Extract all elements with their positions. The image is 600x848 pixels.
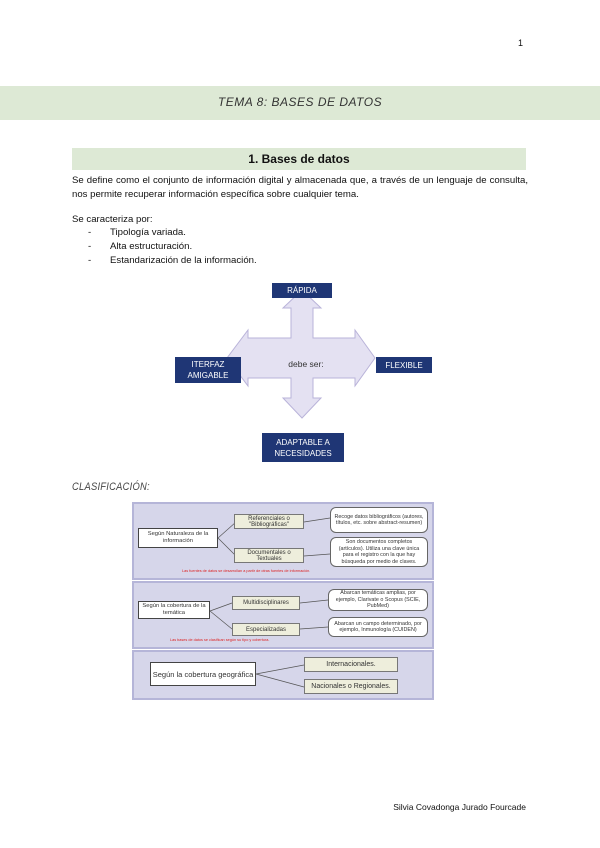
- panel2-multidisciplinary-box: Multidisciplinares: [232, 596, 300, 610]
- classification-panel-nature: Según Naturaleza de la información Refer…: [132, 502, 434, 580]
- section-title: 1. Bases de datos: [248, 152, 350, 166]
- panel2-specialized-box: Especializadas: [232, 623, 300, 636]
- author-footer: Silvia Covadonga Jurado Fourcade: [393, 802, 526, 812]
- section-header-band: [72, 148, 526, 170]
- panel3-root-box: Según la cobertura geográfica: [150, 662, 256, 686]
- characteristics-intro: Se caracteriza por:: [72, 214, 153, 225]
- classification-panel-thematic: Según la cobertura de la temática Multid…: [132, 581, 434, 649]
- panel2-desc-a: Abarcan temáticas amplias, por ejemplo, …: [328, 589, 428, 611]
- diagram-left-box: ITERFAZ AMIGABLE: [175, 357, 241, 383]
- definition-paragraph: Se define como el conjunto de informació…: [72, 175, 528, 200]
- diagram-center-label: debe ser:: [288, 359, 324, 369]
- panel1-red-note: Las fuentes de datos se desarrollan a pa…: [182, 569, 311, 573]
- diagram-top-box: RÁPIDA: [272, 283, 332, 298]
- diagram-bottom-box: ADAPTABLE A NECESIDADES: [262, 433, 344, 462]
- classification-panel-geographic: Según la cobertura geográfica Internacio…: [132, 650, 434, 700]
- connector-lines: [217, 517, 331, 557]
- list-item: Alta estructuración.: [88, 240, 257, 254]
- panel1-root-box: Según Naturaleza de la información: [138, 528, 218, 548]
- cross-arrow-shape: [226, 289, 376, 419]
- list-item: Tipología variada.: [88, 226, 257, 240]
- panel1-documental-box: Documentales o Textuales: [234, 548, 304, 563]
- connector-lines: [209, 599, 329, 630]
- panel2-red-note: Las bases de datos se clasifican según s…: [170, 638, 270, 642]
- panel1-desc-b: Son documentos completos (artículos). Ut…: [330, 537, 428, 567]
- topic-title: TEMA 8: BASES DE DATOS: [217, 95, 383, 109]
- classification-heading: CLASIFICACIÓN:: [72, 481, 150, 493]
- page-number: 1: [518, 38, 524, 48]
- panel2-root-box: Según la cobertura de la temática: [138, 601, 210, 619]
- characteristics-list: Tipología variada. Alta estructuración. …: [88, 226, 257, 268]
- panel1-referential-box: Referenciales o "Bibliográficas": [234, 514, 304, 529]
- panel1-desc-a: Recoge datos bibliográficos (autores, tí…: [330, 507, 428, 533]
- list-item: Estandarización de la información.: [88, 254, 257, 268]
- panel3-international-box: Internacionales.: [304, 657, 398, 672]
- panel3-national-box: Nacionales o Regionales.: [304, 679, 398, 694]
- topic-header-band: [0, 86, 600, 120]
- connector-lines: [255, 664, 305, 688]
- requirements-diagram: debe ser: RÁPIDA ITERFAZ AMIGABLE FLEXIB…: [170, 280, 432, 462]
- panel2-desc-b: Abarcan un campo determinado, por ejempl…: [328, 617, 428, 637]
- diagram-right-box: FLEXIBLE: [376, 357, 432, 373]
